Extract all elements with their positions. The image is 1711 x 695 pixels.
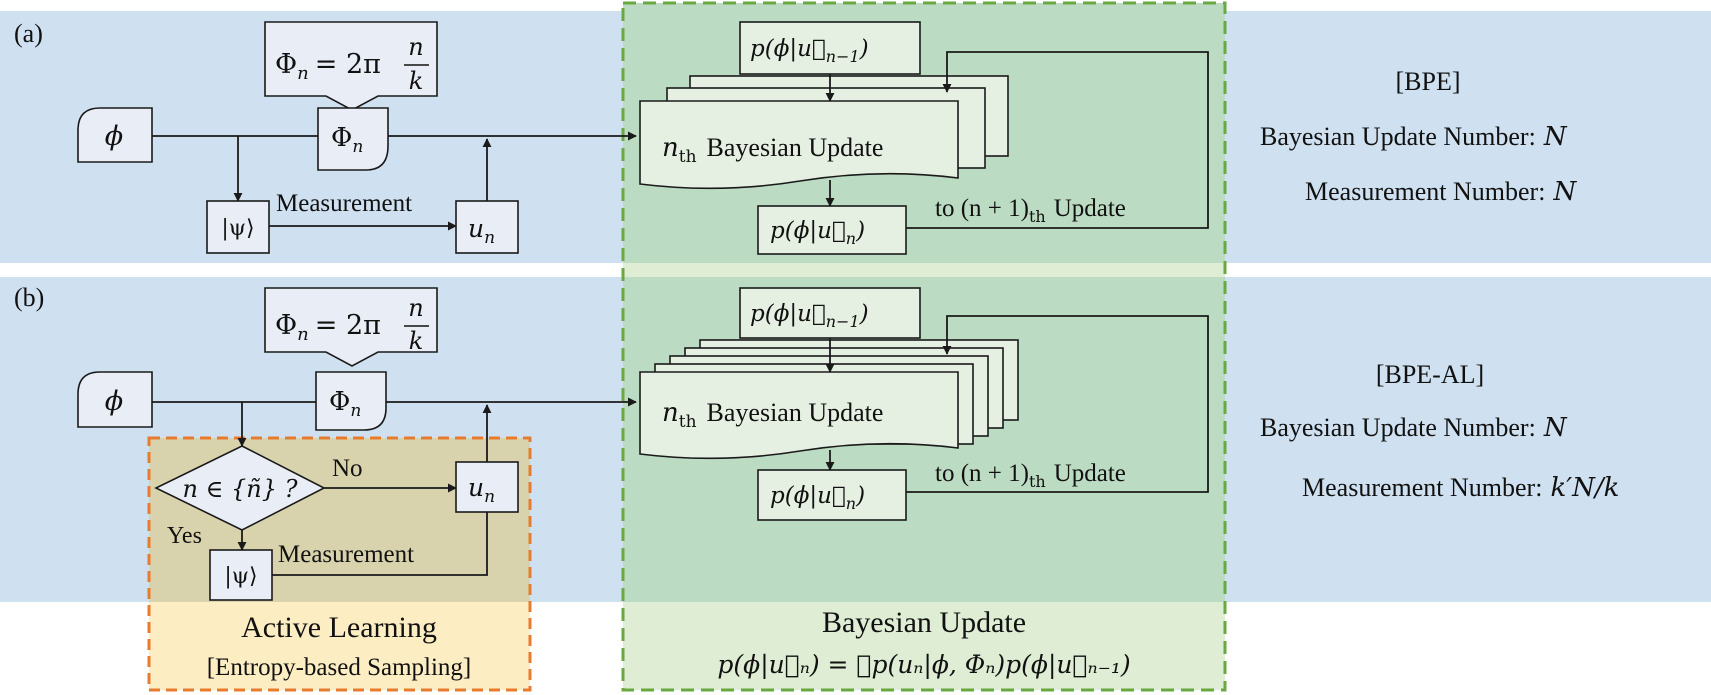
- svg-text:Φn= 2π: Φn= 2π: [275, 310, 381, 345]
- active-learning-title: Active Learning: [241, 611, 437, 644]
- measurement-label-b: Measurement: [278, 541, 414, 568]
- phase-formula-callout-a: Φn= 2π n k: [264, 21, 438, 111]
- bayes-wires-b: [825, 315, 1209, 493]
- svg-text:|ψ⟩: |ψ⟩: [224, 564, 257, 589]
- prior-node-a: p(ϕ|u⃗n−1): [739, 21, 921, 75]
- bayesian-caption-background: [623, 602, 1225, 690]
- svg-text:n: n: [408, 294, 423, 322]
- measure-count-a: Measurement Number:N: [1305, 177, 1577, 207]
- phase-node-b: Φn: [315, 371, 387, 431]
- no-label-b: No: [332, 455, 363, 482]
- active-learning-subtitle: [Entropy-based Sampling]: [207, 654, 472, 681]
- panel-a-label: (a): [14, 19, 43, 48]
- state-node-b: |ψ⟩: [209, 549, 273, 601]
- measure-count-b: Measurement Number:k′N/k: [1302, 473, 1619, 503]
- prior-node-b: p(ϕ|u⃗n−1): [739, 287, 921, 339]
- active-learning-border: [147, 436, 532, 692]
- svg-text:un: un: [468, 214, 495, 248]
- svg-text:un: un: [468, 473, 495, 507]
- phase-formula-callout-b: Φn= 2π n k: [264, 287, 438, 367]
- outcome-node-a: un: [455, 200, 519, 254]
- bayesian-region-gap: [623, 263, 1225, 277]
- yes-label-b: Yes: [167, 523, 202, 549]
- input-phi-node-b: ϕ: [77, 371, 153, 428]
- svg-text:n: n: [408, 33, 423, 61]
- wires-b: [152, 397, 637, 576]
- input-phi-node-a: ϕ: [77, 107, 153, 163]
- update-count-b: Bayesian Update Number:N: [1260, 413, 1568, 443]
- method-label-a: [BPE]: [1396, 67, 1461, 96]
- svg-text:p(ϕ|u⃗n): p(ϕ|u⃗n): [770, 218, 865, 248]
- svg-text:k: k: [409, 67, 424, 95]
- bayes-wires-a: [825, 51, 1209, 229]
- state-node-a: |ψ⟩: [206, 200, 270, 254]
- bayesian-region-border: [621, 1, 1227, 692]
- update-count-a: Bayesian Update Number:N: [1260, 122, 1568, 152]
- posterior-node-b: p(ϕ|u⃗n): [757, 469, 907, 521]
- svg-text:p(ϕ|u⃗n−1): p(ϕ|u⃗n−1): [750, 301, 869, 331]
- phase-node-a: Φn: [317, 107, 389, 171]
- svg-text:n ∈ {ñ} ?: n ∈ {ñ} ?: [183, 475, 298, 503]
- panel-b-label: (b): [14, 283, 44, 312]
- bayesian-update-formula: p(ϕ|u⃗ₙ) = 𝒩p(uₙ|ϕ, Φₙ)p(ϕ|u⃗ₙ₋₁): [717, 650, 1130, 680]
- svg-text:Φn: Φn: [329, 387, 361, 421]
- bayesian-update-title: Bayesian Update: [822, 606, 1026, 639]
- svg-text:p(ϕ|u⃗n−1): p(ϕ|u⃗n−1): [750, 36, 869, 66]
- svg-text:k: k: [409, 327, 424, 355]
- method-label-b: [BPE-AL]: [1376, 360, 1484, 389]
- posterior-node-a: p(ϕ|u⃗n): [757, 205, 907, 255]
- wires-a: [152, 131, 637, 231]
- svg-text:Φn= 2π: Φn= 2π: [275, 49, 381, 84]
- svg-text:|ψ⟩: |ψ⟩: [221, 216, 254, 241]
- svg-text:ϕ: ϕ: [105, 386, 123, 417]
- decision-diamond-b: n ∈ {ñ} ?: [154, 445, 326, 531]
- svg-text:p(ϕ|u⃗n): p(ϕ|u⃗n): [770, 483, 865, 513]
- active-learning-caption-background: [149, 602, 530, 690]
- measurement-label-a: Measurement: [276, 190, 412, 217]
- svg-text:Φn: Φn: [331, 123, 363, 157]
- outcome-node-b: un: [455, 461, 519, 513]
- svg-text:ϕ: ϕ: [105, 121, 123, 152]
